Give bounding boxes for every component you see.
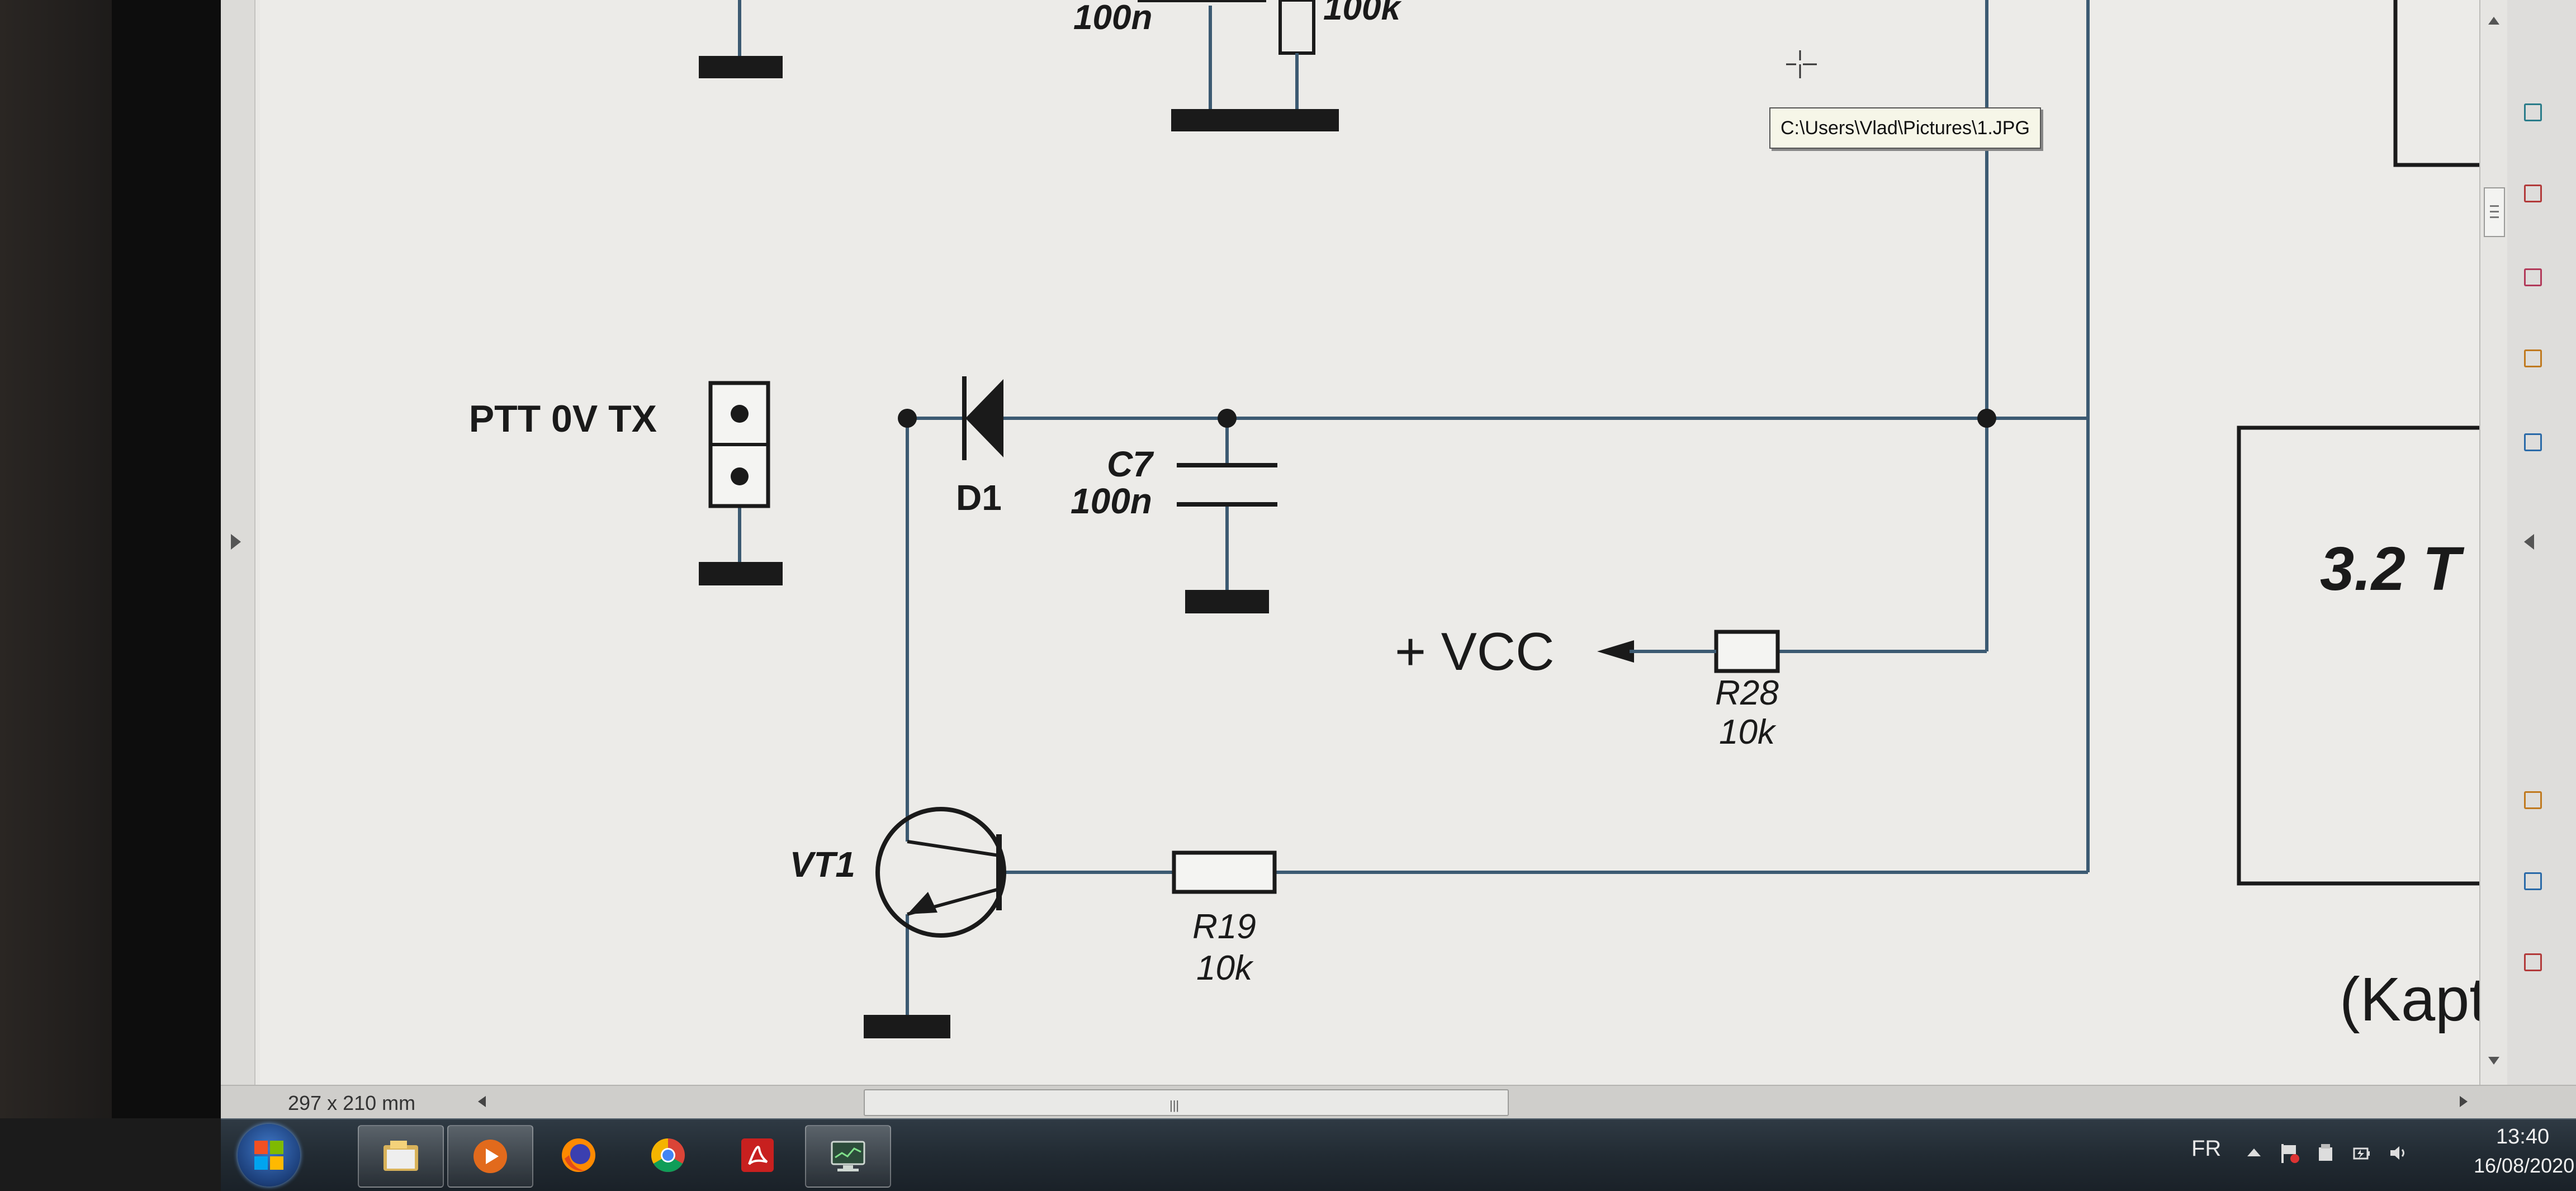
clock-time[interactable]: 13:40 [2496,1125,2550,1149]
top-resistor [1255,0,1339,131]
firefox-icon [562,1138,595,1172]
page-size-readout: 297 x 210 mm [288,1091,416,1114]
capacitor-c7-label: C7 [1107,444,1154,484]
monitor-app-icon [831,1141,865,1171]
vertical-scroll-thumb[interactable] [2484,187,2505,237]
pdf-reader-icon [741,1138,774,1172]
windows-start-icon [254,1141,283,1170]
taskbar-app-chrome[interactable] [626,1125,710,1185]
file-explorer-icon [383,1141,418,1171]
resistor-r28-label: R28 [1715,674,1779,712]
capacitor-c7 [1177,463,1277,613]
usb-device-icon[interactable] [2314,1142,2337,1164]
monitor-bezel-edge [112,0,224,1118]
volume-icon[interactable] [2387,1142,2409,1164]
vcc-label: + VCC [1395,622,1554,682]
top-capacitor [1138,0,1266,131]
top-ground-left [699,0,783,78]
chrome-icon [651,1138,685,1173]
sidebar-tool-icon[interactable] [2524,103,2542,121]
diode-d1-label: D1 [956,478,1002,518]
sidebar-tool-icon[interactable] [2524,791,2542,809]
capacitor-c7-value: 100n [1071,481,1152,521]
clock-date[interactable]: 16/08/2020 [2474,1154,2575,1177]
mouse-cursor-crosshair [1786,50,1817,78]
scroll-down-icon[interactable] [2488,1057,2499,1065]
taskbar-app-firefox[interactable] [537,1125,621,1185]
horizontal-scroll-thumb[interactable]: ||| [864,1089,1509,1116]
collapse-right-panel-icon[interactable] [2524,534,2534,550]
vertical-scrollbar[interactable] [2479,0,2507,1085]
sidebar-tool-icon[interactable] [2524,872,2542,890]
scroll-up-icon[interactable] [2488,17,2499,25]
language-indicator[interactable]: FR [2191,1136,2222,1161]
resistor-r19-label: R19 [1192,908,1256,946]
left-side-panel [221,0,255,1085]
sidebar-tool-icon[interactable] [2524,185,2542,202]
document-viewport[interactable]: 100n 100k [221,0,2479,1085]
sidebar-tool-icon[interactable] [2524,349,2542,367]
section-box-main [2237,426,2479,886]
section-title: 3.2 T [2320,535,2464,603]
media-player-icon [473,1140,507,1173]
taskbar: FR 13:40 16/08/2020 [221,1118,2576,1191]
top-capacitor-value: 100n [1073,0,1152,37]
junction-dots [898,409,1996,428]
start-button[interactable] [238,1124,300,1187]
circuit-schematic: 100n 100k [469,0,2479,1038]
file-path-tooltip: C:\Users\Vlad\Pictures\1.JPG [1769,107,2041,149]
action-center-flag-icon[interactable] [2278,1142,2300,1164]
taskbar-app-file-explorer[interactable] [358,1125,444,1188]
ptt-connector [699,381,783,585]
section-caption: (Kapt [2340,965,2479,1034]
ptt-label: PTT 0V TX [469,398,657,440]
scroll-right-icon[interactable] [2460,1096,2468,1107]
vcc-arrow [1597,640,1634,663]
show-hidden-icons-icon[interactable] [2247,1149,2261,1156]
taskbar-app-monitor[interactable] [805,1125,891,1188]
wires [738,0,2090,1015]
diode-d1 [962,376,1003,460]
resistor-r28 [1630,630,1780,673]
sidebar-tool-icon[interactable] [2524,953,2542,971]
resistor-r19-value: 10k [1196,949,1254,987]
scroll-grip: ||| [1169,1098,1180,1112]
resistor-r19 [1172,850,1277,894]
screen: 100n 100k [221,0,2576,1118]
right-side-panel [2507,0,2576,1085]
resistor-r28-value: 10k [1719,713,1777,752]
sidebar-tool-icon[interactable] [2524,433,2542,451]
taskbar-app-pdf-reader[interactable] [716,1125,799,1185]
transistor-vt1-label: VT1 [790,844,855,885]
top-resistor-value: 100k [1323,0,1402,27]
transistor-vt1 [864,807,1006,1038]
expand-left-panel-icon[interactable] [231,534,241,550]
document-page: 100n 100k [260,0,2479,1085]
scroll-left-icon[interactable] [478,1096,486,1107]
power-icon[interactable] [2351,1142,2373,1164]
sidebar-tool-icon[interactable] [2524,268,2542,286]
status-bar: 297 x 210 mm ||| [221,1085,2576,1118]
taskbar-app-media-player[interactable] [447,1125,533,1188]
section-box-top [2393,0,2479,167]
